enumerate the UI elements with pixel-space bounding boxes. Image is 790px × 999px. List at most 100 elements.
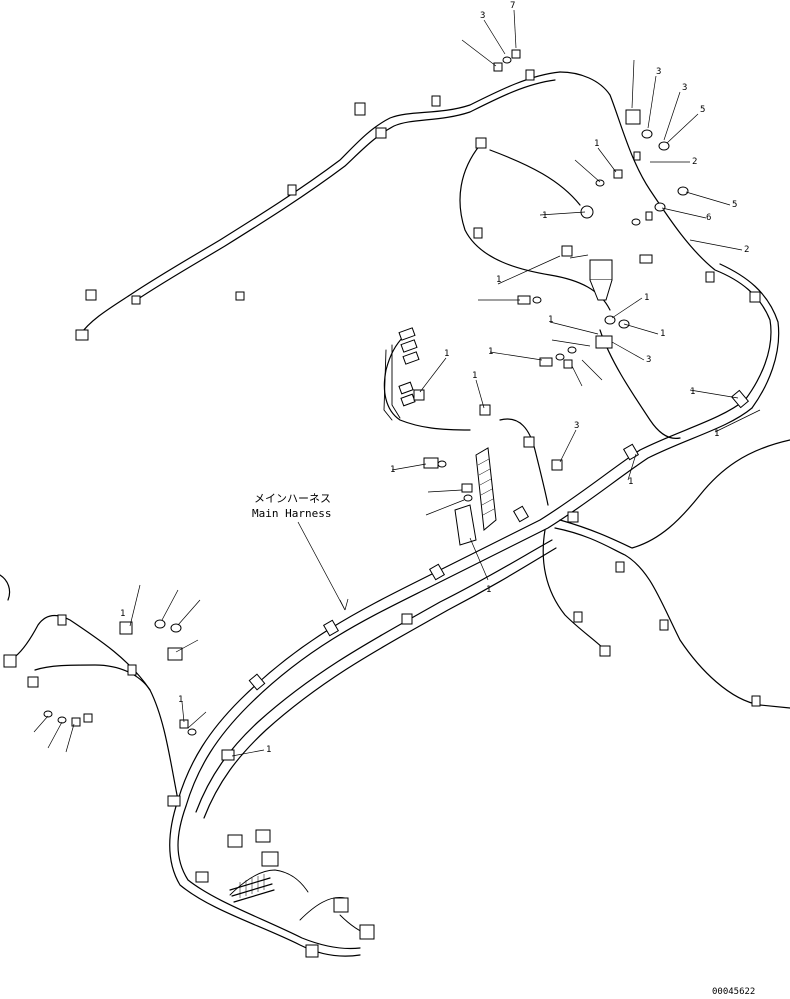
washer-icon (463, 494, 473, 502)
callout: 1 (178, 695, 183, 705)
clamp-icon (127, 664, 137, 676)
clamp-icon (749, 291, 761, 303)
connector-icon (305, 944, 319, 958)
connector-icon (599, 645, 611, 657)
washer-icon (631, 218, 641, 226)
clamp-icon (167, 795, 181, 807)
bolt-icon (645, 211, 653, 221)
connector-icon (227, 834, 243, 848)
connector-icon (221, 749, 235, 761)
washer-icon (555, 353, 565, 361)
clamp-icon (375, 127, 387, 139)
washer-icon (567, 346, 577, 354)
callout: 1 (660, 329, 665, 339)
clamp-icon (615, 561, 625, 573)
washer-icon (654, 202, 666, 212)
clamp-icon (730, 389, 750, 409)
connector-icon (354, 102, 366, 116)
callout: 3 (480, 11, 485, 21)
callout: 2 (744, 245, 749, 255)
bolt-icon (633, 151, 641, 161)
clamp-icon (705, 271, 715, 283)
connector-icon (479, 404, 491, 416)
bolt-icon (423, 457, 439, 469)
connectors (3, 102, 653, 958)
connector-icon (261, 851, 279, 867)
connector-icon (27, 676, 39, 688)
connector-icon (589, 259, 613, 281)
clamp-icon (473, 227, 483, 239)
callout: 1 (496, 275, 501, 285)
clamps (57, 69, 761, 883)
callout: 1 (628, 477, 633, 487)
clamp-icon (428, 563, 446, 581)
callout: 3 (682, 83, 687, 93)
connector-icon (75, 329, 89, 341)
washer-icon (43, 710, 53, 718)
washer-icon (658, 141, 670, 151)
clamp-icon (659, 619, 669, 631)
bolt-icon (461, 483, 473, 493)
washer-icon (437, 460, 447, 468)
washer-icon (170, 623, 182, 633)
title-english: Main Harness (252, 507, 331, 520)
connector-icon (551, 459, 563, 471)
clamp-icon (751, 695, 761, 707)
clamp-icon (248, 673, 266, 691)
clamp-icon (195, 871, 209, 883)
harness-title: メインハーネス Main Harness (252, 492, 331, 520)
fuse-block (454, 447, 497, 546)
connector-icon (131, 295, 141, 305)
callout-numbers: 3 7 3 3 5 2 5 6 2 1 1 1 1 1 1 3 1 1 1 1 … (120, 1, 749, 755)
clamp-icon (322, 619, 340, 637)
clamp-icon (573, 611, 583, 623)
clamp-icon (525, 69, 535, 81)
bolt-icon (413, 389, 425, 401)
connector-icon (333, 897, 349, 913)
washer-icon (532, 296, 542, 304)
drawing-number: 00045622 (712, 987, 755, 997)
callout: 1 (690, 387, 695, 397)
callout: 1 (472, 371, 477, 381)
bolt-icon (493, 62, 503, 72)
callout: 1 (120, 609, 125, 619)
callout: 1 (542, 211, 547, 221)
clamp-icon (622, 443, 640, 461)
callout: 1 (644, 293, 649, 303)
connector-icon (523, 436, 535, 448)
washer-icon (154, 619, 166, 629)
bolt-icon (563, 359, 573, 369)
connector-icon (3, 654, 17, 668)
callout: 1 (390, 465, 395, 475)
washer-icon (595, 179, 605, 187)
connector-icon (475, 137, 487, 149)
clamp-icon (512, 505, 530, 523)
bolt-icon (595, 335, 613, 349)
connector-icon (85, 289, 97, 301)
clamp-icon (431, 95, 441, 107)
connector-icon (567, 511, 579, 523)
callout: 1 (266, 745, 271, 755)
callout: 6 (706, 213, 711, 223)
clamp-icon (57, 614, 67, 626)
fasteners (43, 49, 689, 736)
callout: 5 (732, 200, 737, 210)
callout: 3 (646, 355, 651, 365)
callout: 2 (692, 157, 697, 167)
bolt-icon (613, 169, 623, 179)
clamp-icon (287, 184, 297, 196)
washer-icon (641, 129, 653, 139)
title-japanese: メインハーネス (254, 492, 331, 505)
callout: 1 (488, 347, 493, 357)
washer-icon (502, 56, 512, 64)
connector-icon (255, 829, 271, 843)
bolt-icon (71, 717, 81, 727)
connector-icon (359, 924, 375, 940)
callout: 1 (444, 349, 449, 359)
connector-icon (235, 291, 245, 301)
connector-icon (625, 109, 641, 125)
washer-icon (677, 186, 689, 196)
connector-icon (119, 621, 133, 635)
callout: 1 (714, 429, 719, 439)
